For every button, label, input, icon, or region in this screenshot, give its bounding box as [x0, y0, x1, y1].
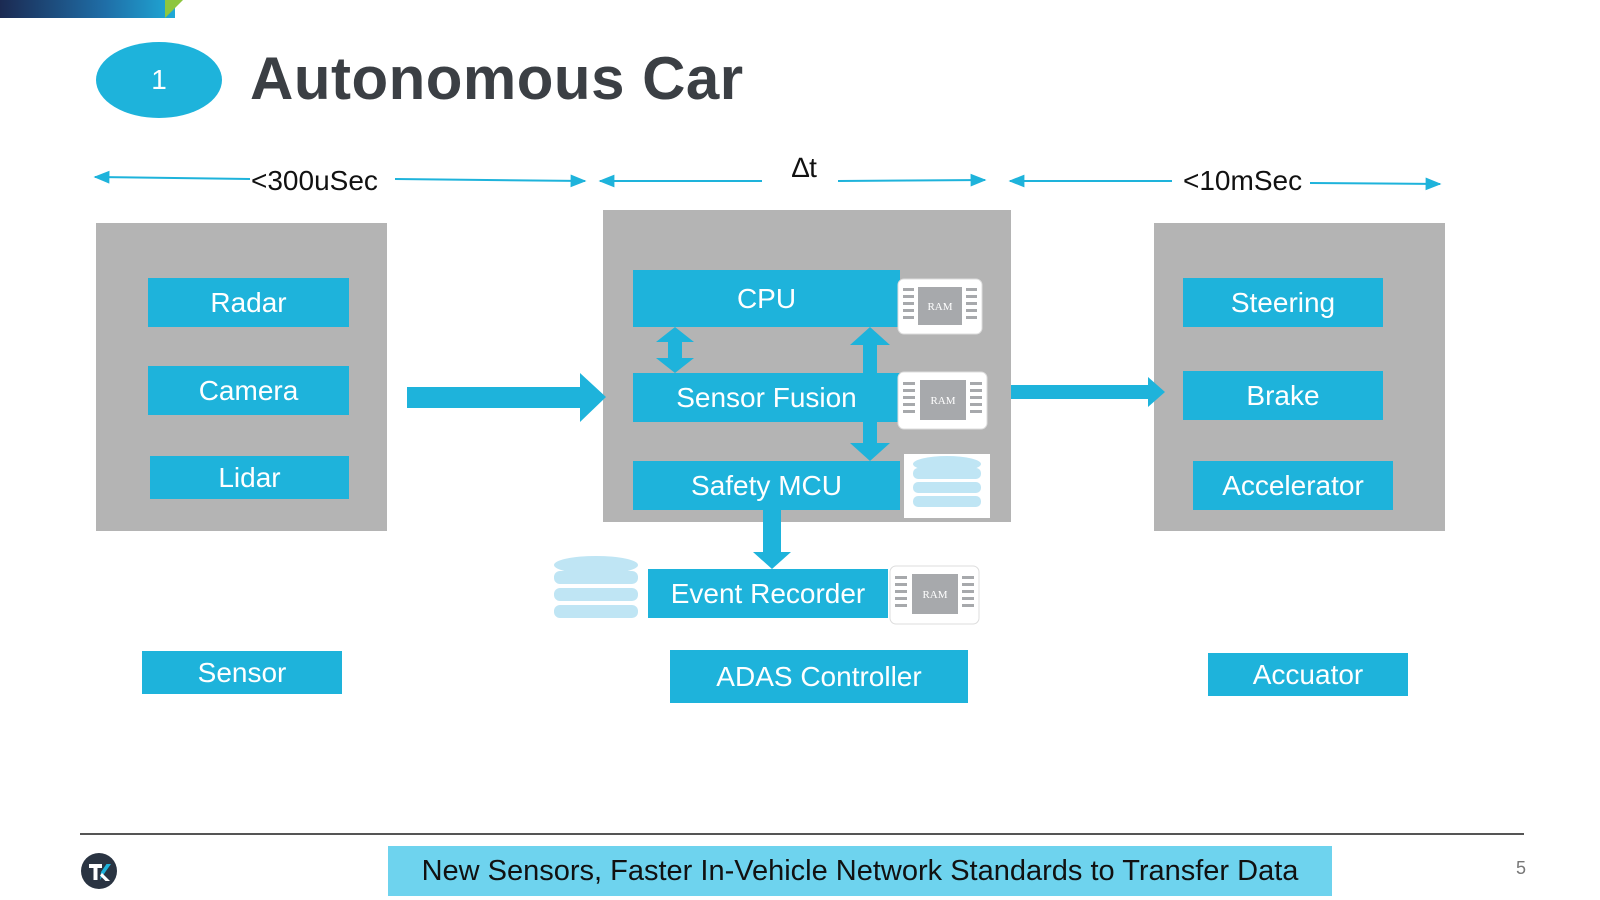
flow-arrow-safety-to-recorder: [753, 510, 791, 569]
flow-arrow-cpu-fusion-bidirectional: [656, 327, 694, 373]
timing-arrow-sensor-right: [394, 174, 587, 188]
sensor-latency-label: <300uSec: [251, 165, 378, 196]
footer-divider: [80, 833, 1524, 835]
ram-chip-icon-recorder: RAM: [889, 565, 980, 625]
footer-banner: New Sensors, Faster In-Vehicle Network S…: [388, 846, 1332, 896]
actuator-caption: Accuator: [1208, 653, 1408, 696]
safety-mcu-box: Safety MCU: [633, 461, 900, 510]
company-logo-icon: [81, 853, 117, 889]
ram-chip-label: RAM: [922, 589, 947, 601]
flow-arrow-sensor-to-controller: [407, 373, 606, 422]
ram-chip-icon-fusion: RAM: [897, 371, 988, 430]
ram-chip-label: RAM: [930, 395, 955, 407]
sensor-fusion-box: Sensor Fusion: [633, 373, 900, 422]
sensor-caption: Sensor: [142, 651, 342, 694]
accelerator-box: Accelerator: [1193, 461, 1393, 510]
event-recorder-box: Event Recorder: [648, 569, 888, 618]
lidar-box: Lidar: [150, 456, 349, 499]
top-accent-bar: [0, 0, 175, 18]
page-number: 5: [1516, 858, 1527, 878]
timing-arrow-actuator-right: [1309, 177, 1442, 191]
top-accent-green-stripe: [165, 0, 183, 18]
radar-box: Radar: [148, 278, 349, 327]
database-icon-safety: [904, 454, 990, 518]
actuator-latency-label: <10mSec: [1183, 165, 1303, 196]
flow-arrow-controller-to-actuator: [1011, 377, 1165, 407]
adas-controller-caption: ADAS Controller: [670, 650, 968, 703]
flow-arrow-cpu-safety-bidirectional: [850, 327, 890, 461]
timing-arrow-sensor-left: [93, 170, 251, 184]
slide-number-badge: 1: [96, 42, 222, 118]
controller-latency-label: ∆t: [792, 152, 817, 183]
badge-number: 1: [151, 64, 167, 95]
page-title: Autonomous Car: [250, 45, 744, 112]
brake-box: Brake: [1183, 371, 1383, 420]
ram-chip-label: RAM: [927, 301, 952, 313]
database-icon-recorder: [554, 556, 638, 618]
cpu-box: CPU: [633, 270, 900, 327]
steering-box: Steering: [1183, 278, 1383, 327]
camera-box: Camera: [148, 366, 349, 415]
ram-chip-icon-cpu: RAM: [897, 278, 983, 335]
timing-arrow-controller-right: [837, 173, 987, 187]
